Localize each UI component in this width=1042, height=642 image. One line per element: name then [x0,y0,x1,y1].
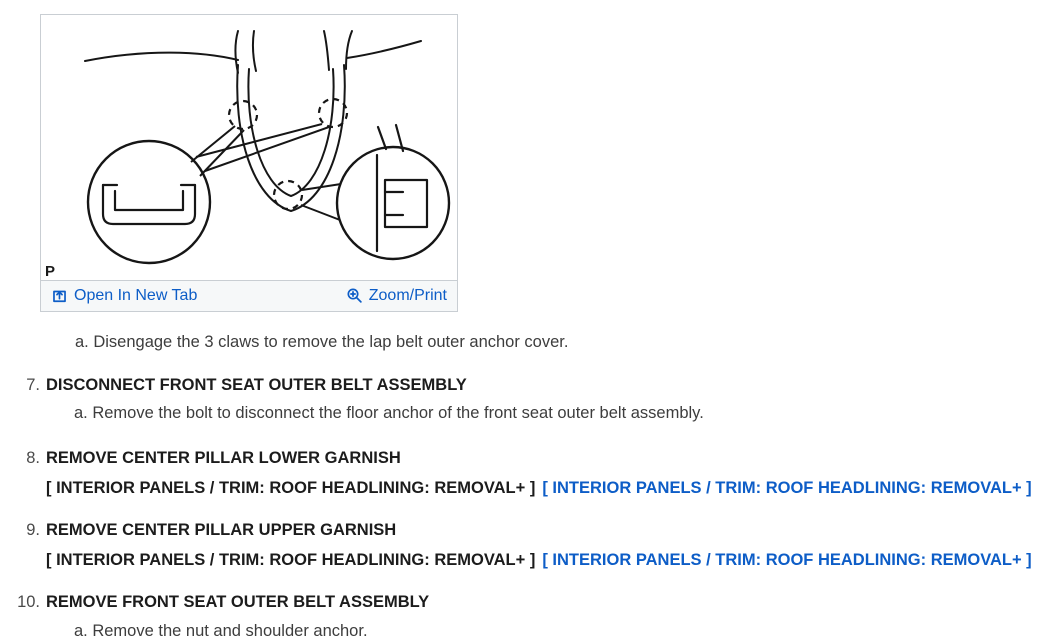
step-title: REMOVE CENTER PILLAR LOWER GARNISH [46,448,401,467]
substep: a. Remove the bolt to disconnect the flo… [74,404,704,423]
step-title: DISCONNECT FRONT SEAT OUTER BELT ASSEMBL… [46,375,467,394]
reference-label: [ INTERIOR PANELS / TRIM: ROOF HEADLININ… [46,478,536,497]
substep-disengage-claws: a. Disengage the 3 claws to remove the l… [75,333,569,351]
anchor-cover-diagram [84,30,451,265]
open-in-new-tab-icon [51,287,68,304]
reference-link[interactable]: [ INTERIOR PANELS / TRIM: ROOF HEADLININ… [542,478,1032,497]
step-number: 8. [26,448,40,467]
step-number: 10. [17,593,40,612]
zoom-plus-icon [346,287,363,304]
diagram-image[interactable]: P [41,15,457,280]
step-number: 9. [26,521,40,540]
open-in-new-tab-label: Open In New Tab [74,286,198,304]
figure-panel: P Open In New Tab [40,14,458,312]
zoom-print-label: Zoom/Print [368,286,447,304]
step-7: 7. DISCONNECT FRONT SEAT OUTER BELT ASSE… [0,375,1042,424]
step-10: 10. REMOVE FRONT SEAT OUTER BELT ASSEMBL… [0,592,1042,641]
service-procedure-page: P Open In New Tab [0,14,1042,642]
substep: a. Remove the nut and shoulder anchor. [74,622,368,640]
reference-link[interactable]: [ INTERIOR PANELS / TRIM: ROOF HEADLININ… [542,550,1032,569]
zoom-print-link[interactable]: Zoom/Print [346,287,447,305]
procedure-steps: a. Disengage the 3 claws to remove the l… [0,332,1042,642]
step-title: REMOVE CENTER PILLAR UPPER GARNISH [46,521,397,540]
step-9: 9. REMOVE CENTER PILLAR UPPER GARNISH [ … [0,520,1042,570]
reference-line: [ INTERIOR PANELS / TRIM: ROOF HEADLININ… [46,478,1032,499]
figure-toolbar: Open In New Tab Zoom/Print [41,280,457,311]
step-title: REMOVE FRONT SEAT OUTER BELT ASSEMBLY [46,593,430,612]
open-in-new-tab-link[interactable]: Open In New Tab [51,287,197,305]
figure-label-p: P [45,263,56,280]
step-8: 8. REMOVE CENTER PILLAR LOWER GARNISH [ … [0,448,1042,498]
step-number: 7. [26,375,40,394]
reference-label: [ INTERIOR PANELS / TRIM: ROOF HEADLININ… [46,550,536,569]
reference-line: [ INTERIOR PANELS / TRIM: ROOF HEADLININ… [46,550,1032,571]
